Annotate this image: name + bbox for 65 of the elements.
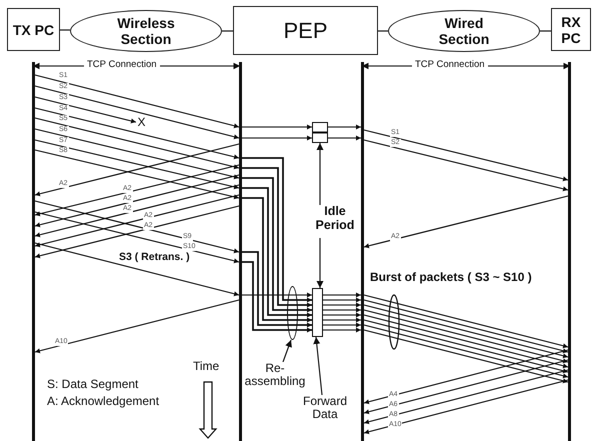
connector-line (378, 30, 388, 32)
arrow (323, 308, 361, 312)
leader-line (313, 336, 323, 396)
arrow (242, 292, 312, 298)
proxy-box: PEP (233, 6, 378, 55)
arrow (364, 129, 568, 182)
arrow (34, 242, 240, 296)
arrow (328, 136, 361, 140)
arrow (34, 128, 240, 180)
arrow (323, 312, 361, 318)
section-ellipse: Wired Section (388, 10, 540, 52)
lifeline (568, 62, 571, 441)
group-label: Burst of packets ( S3 ~ S10 ) (370, 271, 532, 284)
arrow (323, 318, 361, 322)
arrow (34, 174, 240, 228)
leader-line (282, 340, 292, 362)
arrow (34, 139, 240, 190)
connector-line (60, 29, 70, 31)
arrow (242, 251, 312, 328)
arrow (34, 85, 240, 140)
arrow (34, 149, 240, 200)
connector-line (222, 30, 233, 32)
arrow (34, 211, 240, 264)
arrow (34, 96, 136, 124)
lifeline (239, 62, 242, 441)
legend-text: A: Acknowledgement (47, 395, 160, 408)
dimension-label: TCP Connection (84, 60, 160, 70)
arrow (364, 379, 568, 434)
arrow (364, 139, 568, 192)
buffer-box (312, 122, 328, 143)
arrow (323, 322, 361, 328)
legend-text: S: Data Segment (47, 378, 138, 391)
arrow (364, 349, 568, 404)
arrow (34, 184, 240, 238)
arrow (316, 238, 324, 288)
host-box: RX PC (551, 8, 591, 51)
arrow (34, 194, 240, 248)
host-box: TX PC (7, 8, 60, 51)
edge-label: S3 ( Retrans. ) (118, 251, 191, 263)
arrow (34, 143, 240, 196)
arrow (34, 107, 240, 160)
arrow (364, 359, 568, 414)
arrow (34, 299, 240, 354)
connector-line (540, 30, 551, 32)
section-ellipse: Wireless Section (70, 10, 222, 52)
arrow (242, 136, 312, 140)
arrow (323, 298, 361, 302)
arrow (242, 124, 312, 130)
axis-label: Time (193, 360, 220, 373)
arrow (364, 195, 568, 248)
dimension-label: TCP Connection (412, 60, 488, 70)
grouping-ellipse (287, 286, 298, 340)
arrow (323, 302, 361, 308)
arrow (34, 117, 240, 170)
arrow (323, 328, 361, 332)
arrow (323, 292, 361, 298)
buffer-box (312, 288, 323, 337)
arrow (316, 143, 324, 205)
arrow (34, 74, 240, 128)
arrow (328, 124, 361, 130)
arrow (242, 261, 312, 332)
arrow (364, 369, 568, 424)
lifeline (361, 62, 364, 441)
lifeline (32, 62, 35, 441)
arrow (34, 164, 240, 216)
